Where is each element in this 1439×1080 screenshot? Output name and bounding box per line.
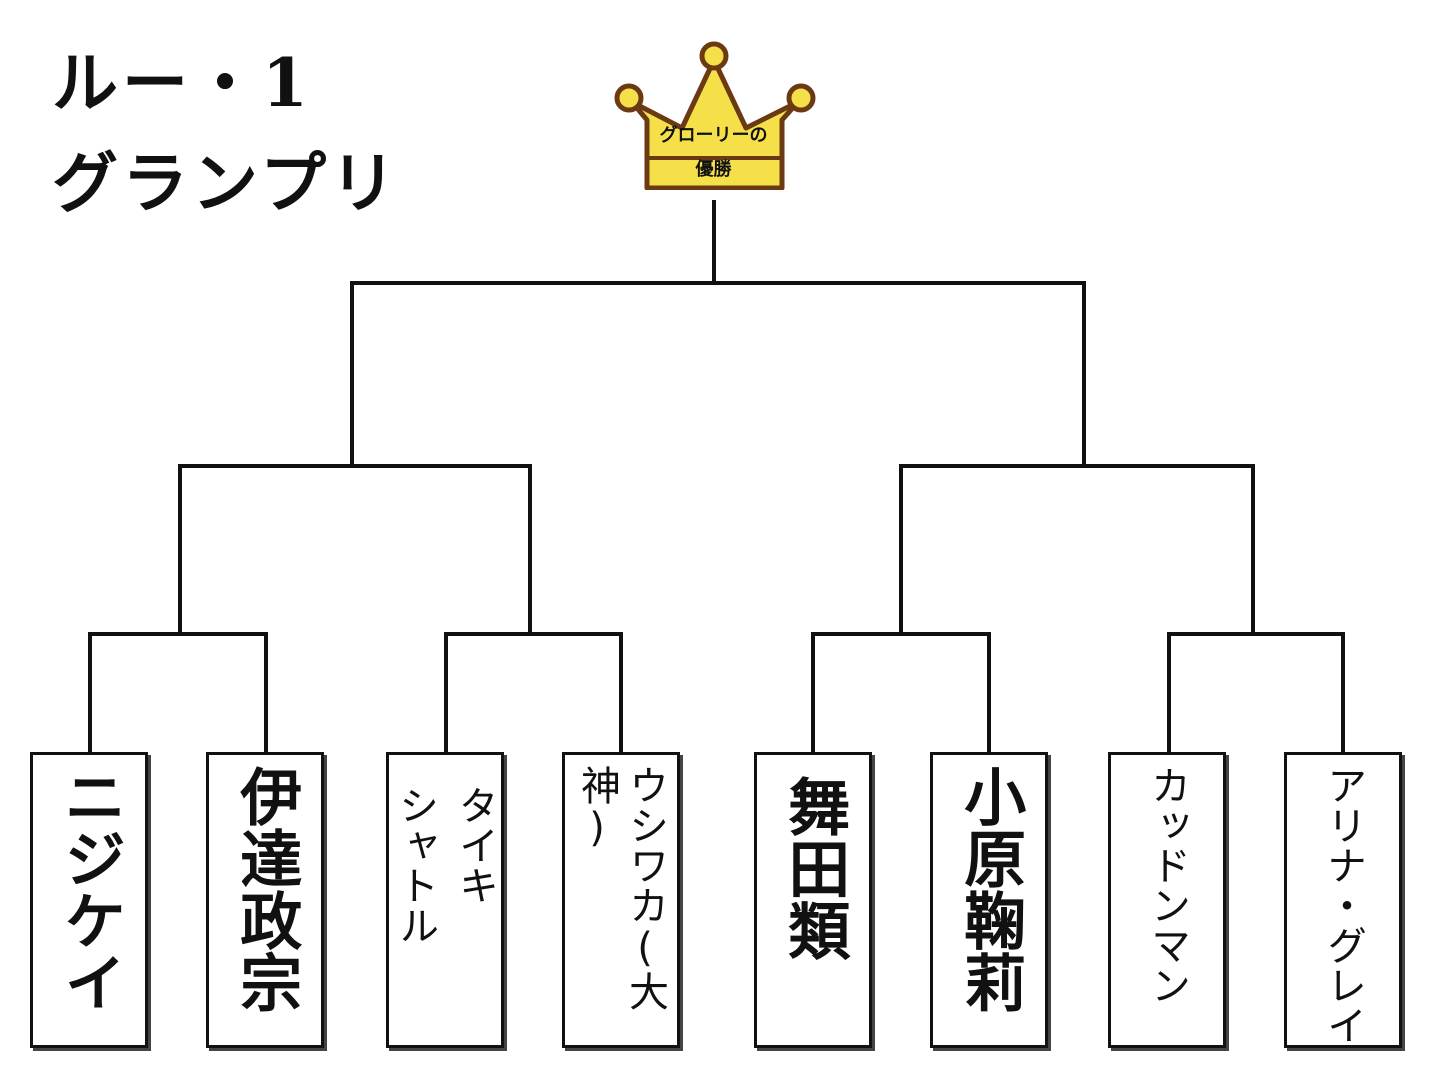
connector — [88, 632, 92, 754]
connector — [264, 632, 268, 754]
entrant-box: 伊達政宗 — [206, 752, 324, 1048]
trophy-label-2: 優勝 — [695, 159, 732, 180]
entrant-name: 小原鞠莉 — [953, 765, 1027, 1013]
connector — [1167, 632, 1171, 754]
crown-icon — [614, 41, 816, 190]
connector — [444, 632, 448, 754]
entrant-name: ウシワカ(大神) — [574, 765, 668, 1011]
connector — [619, 632, 623, 754]
title-line-2: グランプリ — [52, 144, 401, 222]
semi-bar — [899, 464, 1255, 468]
connector — [350, 281, 354, 468]
connector — [178, 464, 182, 636]
entrant-name: タイキ — [452, 785, 498, 905]
connector — [1251, 464, 1255, 636]
entrant-box: カッドンマン — [1108, 752, 1226, 1048]
entrant-box: ウシワカ(大神) — [562, 752, 680, 1048]
connector — [1341, 632, 1345, 754]
connector — [528, 464, 532, 636]
connector — [811, 632, 815, 754]
final-bar — [350, 281, 1086, 285]
quarter-bar — [88, 632, 268, 636]
quarter-bar — [444, 632, 623, 636]
entrant-name: ニジケイ — [53, 765, 127, 1013]
quarter-bar — [811, 632, 991, 636]
entrant-box: 小原鞠莉 — [930, 752, 1048, 1048]
entrant-name: 舞田類 — [777, 775, 851, 961]
entrant-name: カッドンマン — [1144, 765, 1190, 1005]
entrant-box: タイキシャトル — [386, 752, 504, 1048]
connector — [987, 632, 991, 754]
entrant-name: アリナ・グレイ — [1320, 765, 1366, 1045]
semi-bar — [178, 464, 532, 468]
trophy-label-1: グローリーの — [659, 125, 768, 146]
title-line-1: ルー・1 — [52, 44, 312, 122]
entrant-box: アリナ・グレイ — [1284, 752, 1402, 1048]
entrant-box: ニジケイ — [30, 752, 148, 1048]
entrant-name: シャトル — [392, 785, 438, 945]
final-stem — [712, 200, 716, 284]
connector — [1082, 281, 1086, 468]
quarter-bar — [1167, 632, 1345, 636]
connector — [899, 464, 903, 636]
entrant-box: 舞田類 — [754, 752, 872, 1048]
entrant-name: 伊達政宗 — [229, 765, 303, 1013]
